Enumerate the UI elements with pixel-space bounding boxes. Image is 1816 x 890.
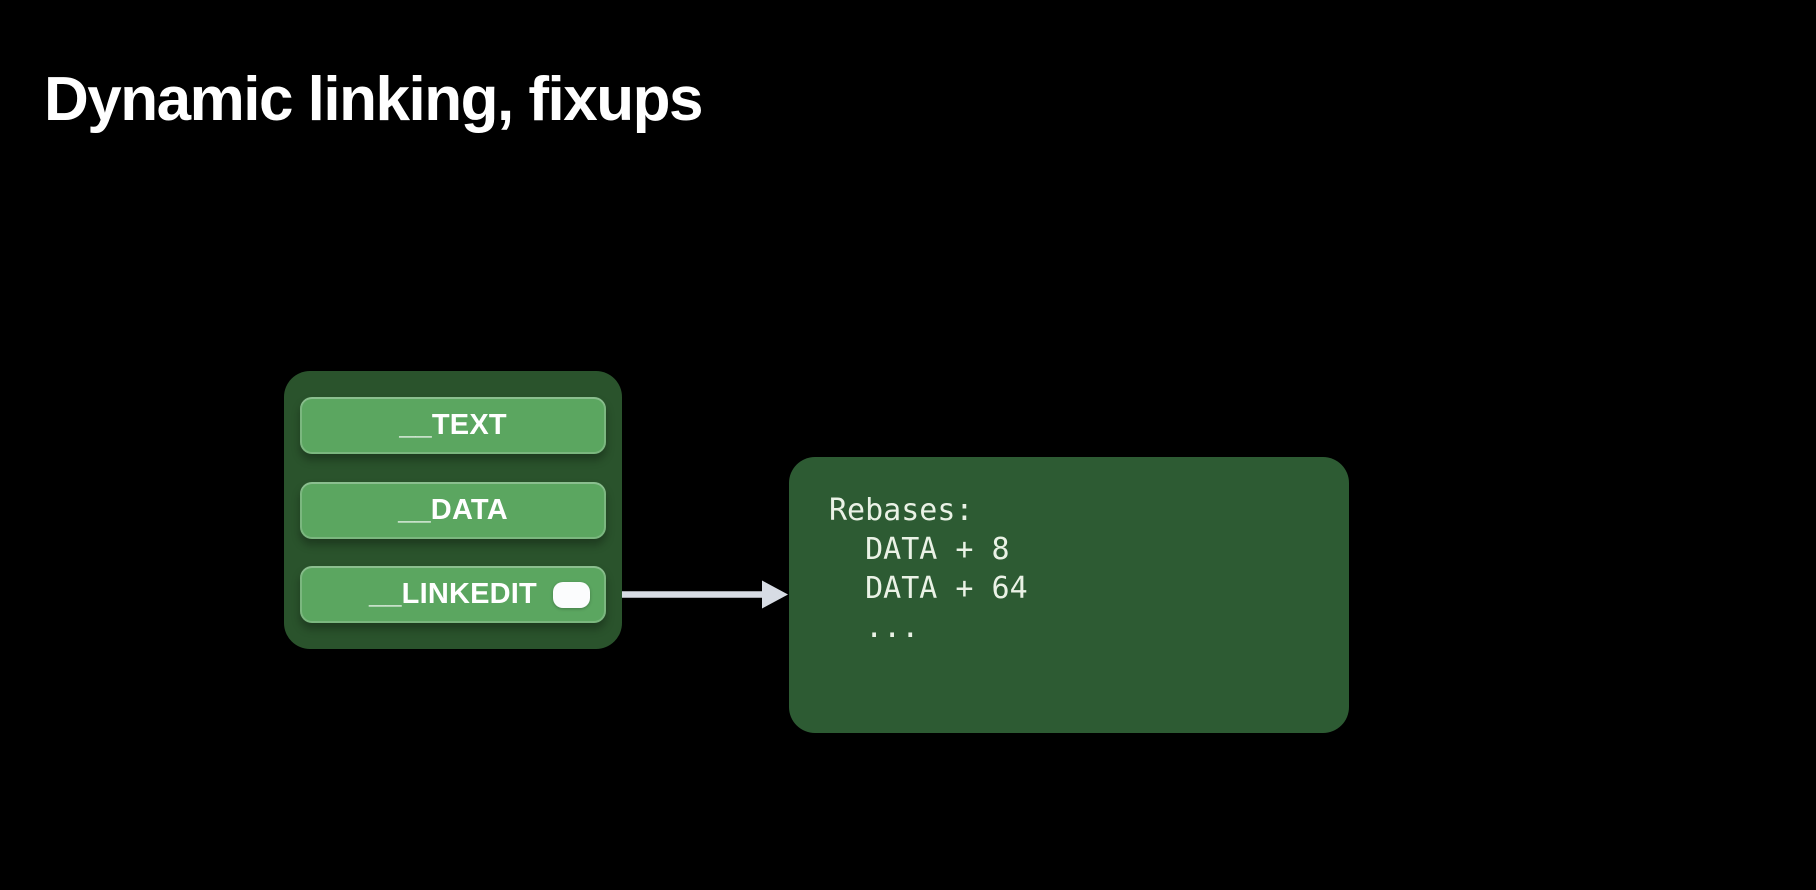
segment-linkedit-label: __LINKEDIT (369, 578, 537, 610)
segment-text-label: __TEXT (399, 409, 507, 441)
rebases-callout: Rebases: DATA + 8 DATA + 64 ... (789, 457, 1349, 733)
segment-linkedit: __LINKEDIT (300, 566, 606, 623)
page-title: Dynamic linking, fixups (44, 64, 703, 134)
pointer-handle (553, 581, 590, 608)
mach-o-segments-group: __TEXT __DATA __LINKEDIT (284, 371, 622, 649)
code-line: ... (829, 610, 920, 645)
segment-text: __TEXT (300, 397, 606, 454)
segment-data: __DATA (300, 481, 606, 539)
code-line: Rebases: (829, 493, 974, 528)
code-line: DATA + 64 (829, 571, 1028, 606)
code-line: DATA + 8 (829, 532, 1010, 567)
segment-data-label: __DATA (398, 493, 508, 526)
